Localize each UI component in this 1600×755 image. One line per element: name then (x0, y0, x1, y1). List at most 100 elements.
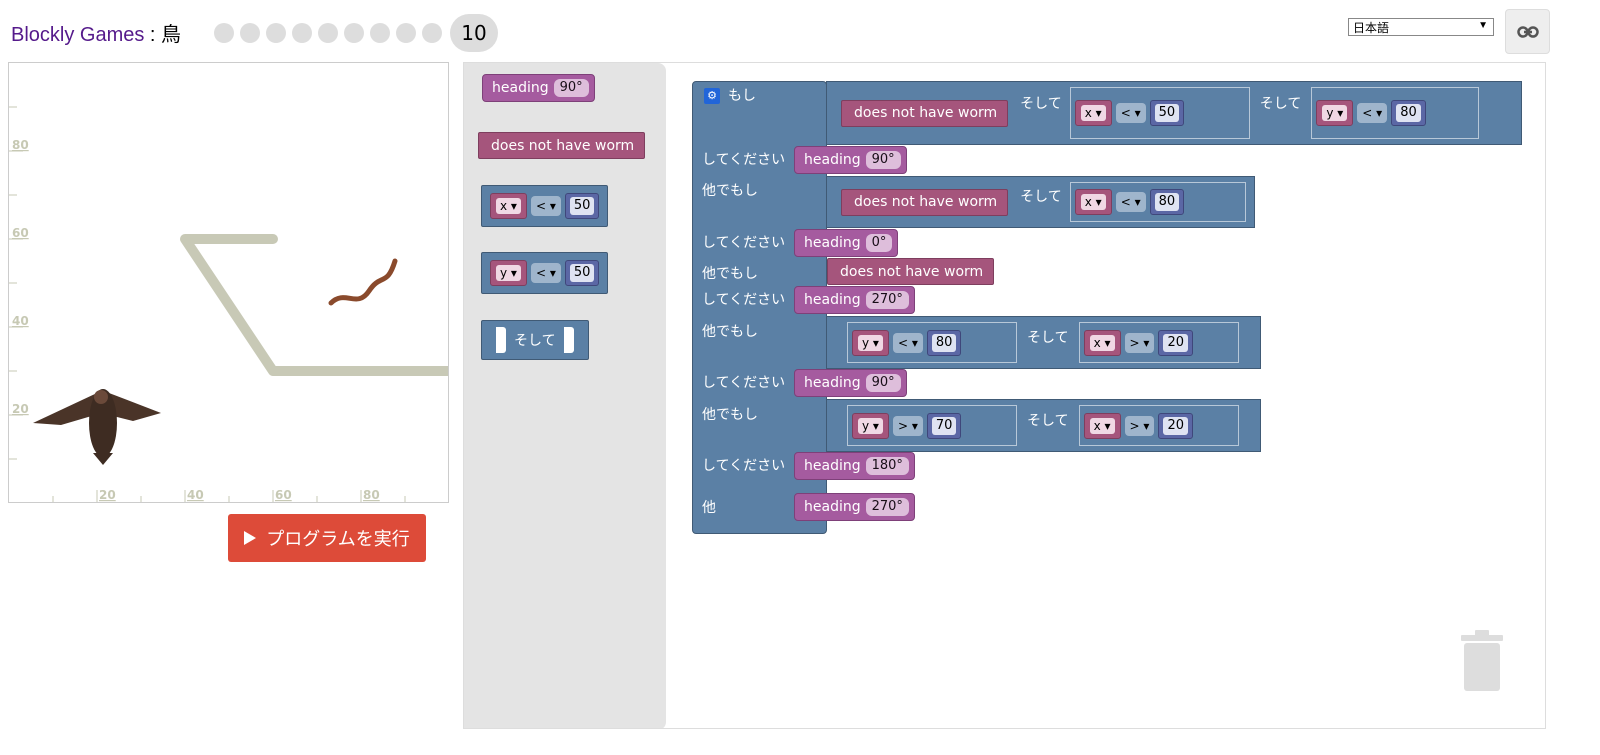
var-dropdown[interactable]: x ▾ (1083, 412, 1121, 439)
level-dot-7[interactable] (370, 23, 390, 43)
gear-icon[interactable]: ⚙ (704, 88, 720, 104)
trash-icon[interactable] (1457, 629, 1507, 693)
var-dropdown[interactable]: y ▾ (490, 260, 527, 286)
run-program-button[interactable]: プログラムを実行 (228, 514, 426, 562)
heading-angle[interactable]: 90° (865, 374, 901, 392)
number-block[interactable]: 80 (1391, 100, 1426, 126)
language-value: 日本語 (1353, 20, 1390, 35)
condition-elseif[interactable]: y ▾ < ▾ 80 そして x ▾ > ▾ 20 (826, 316, 1261, 369)
number-value[interactable]: 80 (931, 333, 957, 352)
worm-block[interactable]: does not have worm (841, 188, 1009, 216)
op-dropdown[interactable]: > ▾ (1124, 415, 1155, 436)
op-dropdown[interactable]: < ▾ (1357, 103, 1388, 123)
worm-block[interactable]: does not have worm (841, 99, 1009, 127)
op-dropdown[interactable]: < ▾ (1115, 103, 1146, 123)
heading-angle[interactable]: 180° (865, 457, 909, 475)
heading-angle[interactable]: 270° (865, 291, 909, 309)
var-dropdown[interactable]: y ▾ (852, 329, 889, 356)
number-value[interactable]: 80 (1396, 104, 1421, 122)
bird-icon (33, 389, 161, 465)
number-value[interactable]: 50 (569, 264, 595, 282)
level-dot-8[interactable] (396, 23, 416, 43)
and-label: そして (1020, 189, 1062, 205)
and-label: そして (1027, 329, 1069, 346)
level-dot-9[interactable] (422, 23, 442, 43)
level-dot-3[interactable] (266, 23, 286, 43)
number-value[interactable]: 80 (1154, 193, 1180, 211)
elseif-keyword: 他でもし (702, 183, 758, 199)
heading-label: heading (492, 80, 549, 96)
var-dropdown[interactable]: x ▾ (1074, 189, 1112, 215)
link-button[interactable] (1505, 9, 1550, 54)
condition-elseif[interactable]: y ▾ > ▾ 70 そして x ▾ > ▾ 20 (826, 399, 1261, 452)
app-title-link[interactable]: Blockly Games (11, 24, 145, 46)
run-program-label: プログラムを実行 (266, 529, 410, 549)
heading-angle[interactable]: 90° (553, 79, 589, 97)
level-dot-1[interactable] (214, 23, 234, 43)
level-current[interactable]: 10 (450, 14, 498, 52)
compare-block[interactable]: x ▾ > ▾ 20 (1078, 322, 1239, 363)
number-block[interactable]: 20 (1158, 412, 1193, 439)
var-dropdown[interactable]: x ▾ (490, 193, 527, 219)
number-block[interactable]: 20 (1158, 329, 1193, 356)
heading-angle[interactable]: 90° (865, 151, 901, 169)
do-keyword: してください (702, 292, 786, 308)
compare-block[interactable]: x ▾ > ▾ 20 (1078, 405, 1239, 446)
heading-angle[interactable]: 0° (865, 234, 893, 252)
number-value[interactable]: 70 (931, 416, 957, 435)
elseif-keyword: 他でもし (702, 324, 758, 340)
number-block[interactable]: 50 (564, 193, 600, 219)
number-block[interactable]: 80 (1149, 189, 1185, 215)
toolbox-compare-block[interactable]: x ▾ < ▾ 50 (481, 185, 609, 227)
compare-block[interactable]: y ▾ > ▾ 70 (847, 405, 1017, 446)
toolbox-worm-block[interactable]: does not have worm (478, 132, 646, 159)
op-dropdown[interactable]: > ▾ (892, 415, 923, 436)
canvas-drawing: 80 60 40 20 20 40 60 80 (9, 106, 448, 502)
level-dot-2[interactable] (240, 23, 260, 43)
var-dropdown[interactable]: y ▾ (852, 412, 889, 439)
number-block[interactable]: 80 (926, 329, 962, 356)
compare-block[interactable]: x ▾ < ▾ 80 (1069, 182, 1246, 222)
var-dropdown[interactable]: x ▾ (1083, 329, 1121, 356)
number-value[interactable]: 20 (1163, 416, 1188, 435)
op-dropdown[interactable]: < ▾ (1115, 192, 1146, 212)
toolbox-compare-block[interactable]: y ▾ < ▾ 50 (481, 252, 609, 294)
blockly-workspace[interactable]: heading 90° does not have worm x ▾ < ▾ 5… (463, 62, 1546, 729)
compare-block[interactable]: x ▾ < ▾ 50 (1069, 87, 1250, 139)
number-block[interactable]: 70 (926, 412, 962, 439)
level-dot-5[interactable] (318, 23, 338, 43)
heading-angle[interactable]: 270° (865, 498, 909, 516)
compare-block[interactable]: y ▾ < ▾ 80 (1311, 87, 1480, 139)
number-block[interactable]: 50 (1149, 100, 1185, 126)
number-block[interactable]: 50 (564, 260, 600, 286)
compare-block[interactable]: y ▾ < ▾ 80 (847, 322, 1017, 363)
language-select[interactable]: 日本語 ▼ (1348, 18, 1494, 36)
condition-if[interactable]: does not have worm そして x ▾ < ▾ 50 そして y … (826, 81, 1522, 145)
toolbox-flyout[interactable]: heading 90° does not have worm x ▾ < ▾ 5… (464, 63, 666, 728)
y-tick-label: 80 (12, 138, 29, 152)
number-value[interactable]: 50 (569, 197, 595, 215)
op-dropdown[interactable]: < ▾ (530, 263, 561, 283)
x-tick-label: 20 (99, 488, 116, 502)
do-keyword: してください (702, 235, 786, 251)
condition-elseif[interactable]: does not have worm そして x ▾ < ▾ 80 (826, 176, 1255, 228)
op-dropdown[interactable]: < ▾ (530, 196, 561, 216)
level-dot-4[interactable] (292, 23, 312, 43)
number-value[interactable]: 50 (1154, 104, 1180, 122)
op-dropdown[interactable]: < ▾ (892, 332, 923, 353)
number-value[interactable]: 20 (1163, 333, 1188, 352)
if-keyword: ⚙もし (704, 85, 756, 105)
worm-block[interactable]: does not have worm (827, 258, 995, 285)
level-dot-6[interactable] (344, 23, 364, 43)
op-dropdown[interactable]: > ▾ (1124, 332, 1155, 353)
toolbox-heading-block[interactable]: heading 90° (482, 74, 595, 102)
toolbox-and-block[interactable]: そして (481, 320, 589, 360)
var-dropdown[interactable]: y ▾ (1316, 100, 1354, 126)
var-dropdown[interactable]: x ▾ (1074, 100, 1112, 126)
